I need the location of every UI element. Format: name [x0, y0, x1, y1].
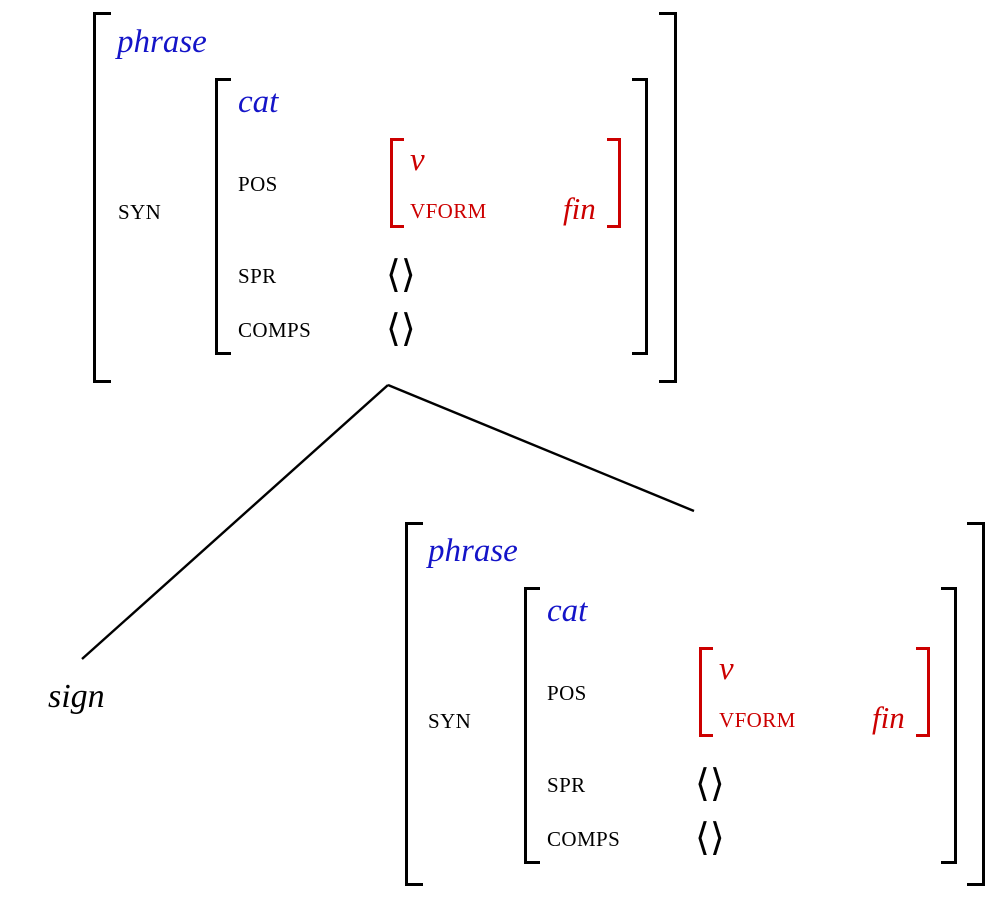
mother-outer-bracket-right: [659, 12, 677, 383]
daughter-feature-spr-value: ⟨⟩: [695, 761, 725, 805]
daughter-pos-bracket-left: [699, 647, 713, 737]
mother-feature-spr-label: SPR: [238, 257, 277, 290]
mother-cat-bracket-left: [215, 78, 231, 355]
daughter-feature-comps-value: ⟨⟩: [695, 815, 725, 859]
daughter-outer-bracket-right: [967, 522, 985, 886]
daughter-cat-bracket-left: [524, 587, 540, 864]
mother-feature-vform-label: VFORM: [410, 192, 487, 225]
daughter-feature-vform-value: fin: [872, 700, 905, 735]
mother-pos-bracket-right: [607, 138, 621, 228]
daughter-pos-bracket-right: [916, 647, 930, 737]
daughter-pos-type-label: v: [719, 651, 734, 687]
mother-type-label: phrase: [117, 24, 207, 60]
daughter-feature-comps-label: COMPS: [547, 820, 621, 853]
daughter-cat-bracket-right: [941, 587, 957, 864]
mother-cat-type-label: cat: [238, 84, 279, 120]
daughter-outer-bracket-left: [405, 522, 423, 886]
mother-feature-syn-label: SYN: [118, 193, 162, 226]
daughter-feature-pos-label: POS: [547, 674, 587, 707]
mother-cat-bracket-right: [632, 78, 648, 355]
mother-feature-comps-label: COMPS: [238, 311, 312, 344]
daughter-feature-syn-label: SYN: [428, 702, 472, 735]
mother-feature-comps-value: ⟨⟩: [386, 306, 416, 350]
daughter-feature-vform-label: VFORM: [719, 701, 796, 734]
mother-outer-bracket-left: [93, 12, 111, 383]
daughter-cat-type-label: cat: [547, 593, 588, 629]
daughter-feature-spr-label: SPR: [547, 766, 586, 799]
mother-feature-vform-value: fin: [563, 191, 596, 226]
mother-feature-spr-value: ⟨⟩: [386, 252, 416, 296]
mother-feature-pos-label: POS: [238, 165, 278, 198]
mother-avm[interactable]: phrase SYN cat POS v VFORM fin SPR ⟨⟩ CO…: [0, 0, 700, 400]
mother-pos-bracket-left: [390, 138, 404, 228]
daughter-type-label: phrase: [428, 533, 518, 569]
mother-pos-type-label: v: [410, 142, 425, 178]
sign-leaf[interactable]: sign: [48, 678, 105, 715]
